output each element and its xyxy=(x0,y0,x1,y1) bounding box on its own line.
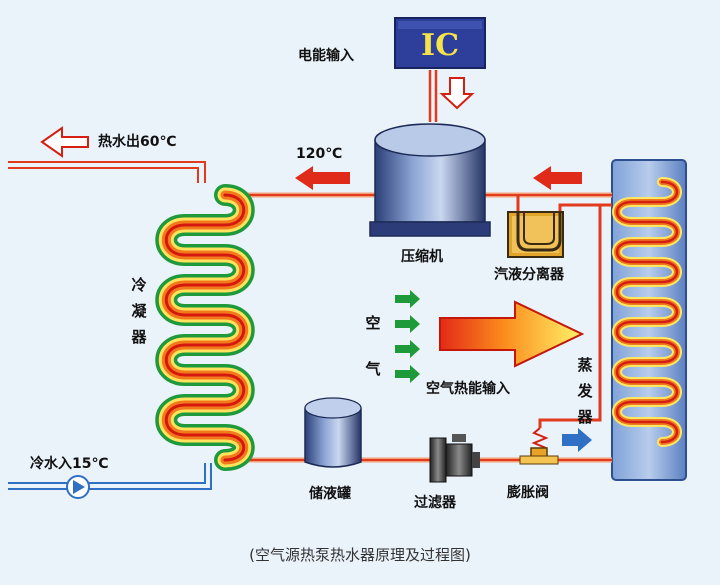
evaporator-char: 蒸 xyxy=(577,356,593,374)
air-char: 气 xyxy=(365,360,381,378)
air-label: 空 气 xyxy=(362,300,384,392)
gas-liquid-separator-label: 汽液分离器 xyxy=(494,267,564,283)
ic-box xyxy=(394,17,486,69)
liquid-receiver xyxy=(304,397,362,468)
evaporator-label: 蒸 发 器 xyxy=(574,352,596,430)
hot-water-outlet-pipe xyxy=(8,126,206,183)
expansion-valve-label: 膨胀阀 xyxy=(507,485,549,501)
evaporator-char: 发 xyxy=(577,382,593,400)
air-flow-arrows xyxy=(395,290,420,383)
ic-label: IC xyxy=(421,28,459,63)
hot-water-out-label: 热水出60℃ xyxy=(98,134,177,150)
filter-device xyxy=(429,434,480,483)
condenser-char: 冷 xyxy=(131,276,147,294)
return-flow-arrow xyxy=(533,166,582,190)
condenser-coil xyxy=(155,184,255,471)
cold-water-inlet-pipe xyxy=(8,463,212,499)
air-heat-arrow xyxy=(439,300,585,368)
condenser-char: 凝 xyxy=(131,302,147,320)
expansion-valve xyxy=(519,427,559,465)
compressor-outflow-arrow xyxy=(295,166,350,190)
air-char: 空 xyxy=(365,314,381,332)
flow-to-evaporator-arrow xyxy=(562,428,592,452)
diagram-caption: (空气源热泵热水器原理及过程图) xyxy=(249,546,471,564)
air-heat-input-label: 空气热能输入 xyxy=(426,381,510,397)
condenser-char: 器 xyxy=(131,328,147,346)
evaporator-char: 器 xyxy=(577,408,593,426)
cold-water-in-label: 冷水入15℃ xyxy=(30,456,109,472)
condenser-label: 冷 凝 器 xyxy=(128,272,150,350)
gas-liquid-separator xyxy=(507,211,564,258)
liquid-receiver-label: 储液罐 xyxy=(309,486,351,502)
filter-label: 过滤器 xyxy=(414,495,456,511)
temperature-120-label: 120℃ xyxy=(296,146,343,162)
compressor xyxy=(369,123,491,237)
power-down-arrow xyxy=(439,77,475,110)
compressor-label: 压缩机 xyxy=(401,249,443,265)
power-input-label: 电能输入 xyxy=(298,48,354,64)
evaporator xyxy=(611,159,687,481)
